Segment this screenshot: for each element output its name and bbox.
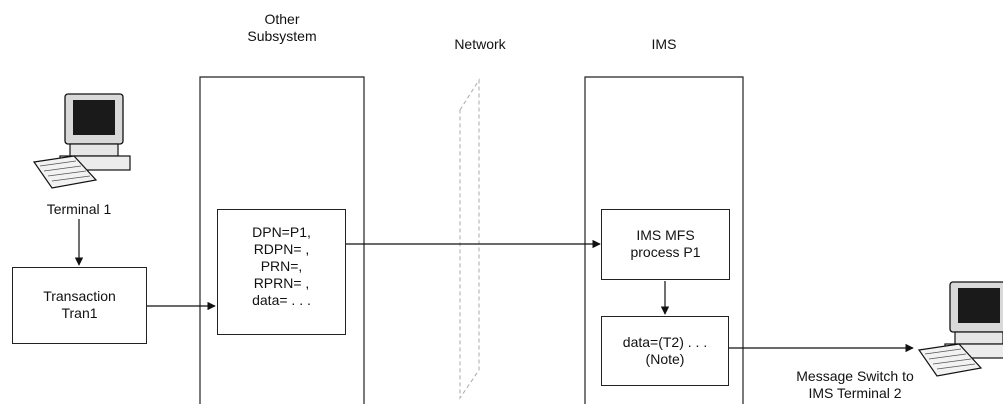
data-box: data=(T2) . . . (Note) (601, 316, 729, 386)
transaction-label: Transaction Tran1 (43, 288, 116, 321)
other-subsystem-column (199, 76, 365, 404)
mfs-process-box: IMS MFS process P1 (601, 209, 730, 280)
header-network: Network (454, 36, 506, 52)
terminal-1-label: Terminal 1 (46, 201, 112, 217)
ims-column (584, 76, 744, 404)
header-other-subsystem: Other Subsystem (247, 11, 317, 44)
mfs-process-label: IMS MFS process P1 (630, 227, 701, 260)
transaction-box: Transaction Tran1 (12, 267, 147, 344)
terminal-1-computer-icon (32, 93, 131, 189)
network-plane (459, 78, 480, 400)
header-ims: IMS (651, 36, 677, 52)
dpn-box: DPN=P1, RDPN= , PRN=, RPRN= , data= . . … (217, 209, 346, 335)
data-label: data=(T2) . . . (Note) (622, 334, 708, 367)
dpn-lines: DPN=P1, RDPN= , PRN=, RPRN= , data= . . … (252, 224, 311, 308)
message-switch-label: Message Switch to IMS Terminal 2 (796, 368, 914, 401)
terminal-2-computer-icon (917, 281, 1003, 377)
